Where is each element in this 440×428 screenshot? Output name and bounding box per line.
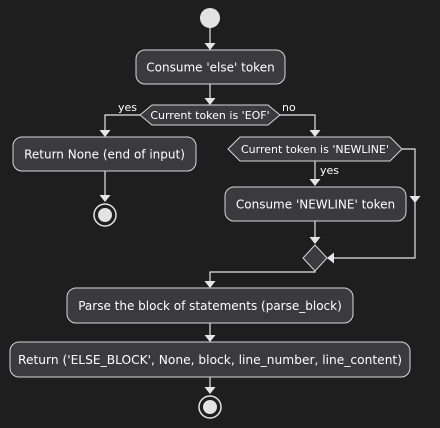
edge-eof-yes [104,114,140,131]
branch-newline-yes-label: yes [320,164,339,177]
action-parse-block-label: Parse the block of statements (parse_blo… [78,299,342,313]
arrowhead-newline-no-down [409,196,421,203]
edges [99,28,421,394]
arrowhead-stop-bottom [204,387,216,394]
action-parse-block: Parse the block of statements (parse_blo… [66,287,354,324]
edge-newline-no [333,148,416,259]
action-return-else-block: Return ('ELSE_BLOCK', None, block, line_… [9,341,411,378]
arrowhead-consume-newline [309,179,321,186]
branch-eof-yes-label: yes [118,101,137,114]
action-return-else-block-label: Return ('ELSE_BLOCK', None, block, line_… [18,353,402,367]
arrowhead-consume-else [204,43,216,50]
arrowhead-newline-check [309,130,321,137]
decision-eof: Current token is 'EOF' [139,104,281,126]
action-consume-newline: Consume 'NEWLINE' token [224,186,407,222]
decision-eof-label: Current token is 'EOF' [150,109,269,122]
arrowhead-return-else-block [204,335,216,342]
arrowhead-return-none [99,130,111,137]
merge-node [302,244,328,272]
edge-merge-to-parse-block [209,270,316,282]
arrowhead-eof-check [204,98,216,105]
action-consume-else-label: Consume 'else' token [146,61,274,75]
arrowhead-stop-left [99,195,111,202]
stop-node-left [93,203,117,227]
decision-newline-label: Current token is 'NEWLINE' [241,143,389,156]
edge-eof-no [280,114,316,131]
arrowhead-parse-block [204,281,216,288]
action-return-none: Return None (end of input) [12,136,197,172]
arrowhead-merge-from-yes [309,237,321,244]
arrowhead-merge-from-no [327,252,334,264]
action-consume-else: Consume 'else' token [135,49,286,85]
action-return-none-label: Return None (end of input) [24,148,185,162]
action-consume-newline-label: Consume 'NEWLINE' token [236,198,395,212]
decision-newline: Current token is 'NEWLINE' [227,136,403,162]
branch-eof-no-label: no [282,101,296,114]
stop-node-bottom [198,395,222,419]
start-node [200,8,220,28]
